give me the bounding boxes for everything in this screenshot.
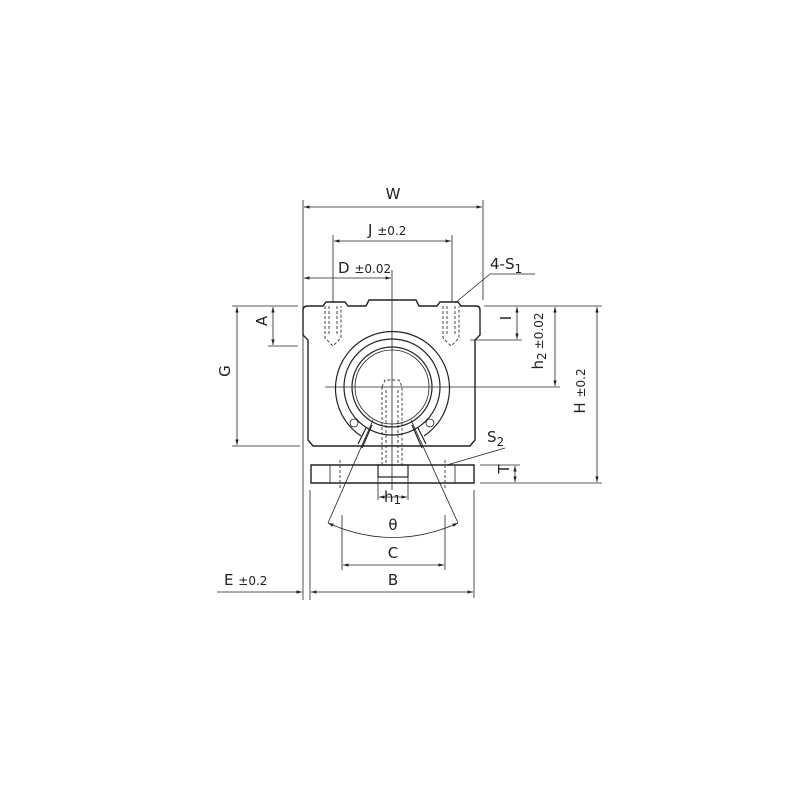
E-tolerance: ±0.2 [238, 574, 267, 588]
J-tolerance: ±0.2 [377, 224, 406, 238]
dim-label-B: B [388, 571, 398, 589]
label-S2: S2 [487, 428, 504, 449]
dim-label-h1: h1 [384, 488, 401, 507]
S2-text: S [487, 428, 497, 446]
dim-label-D: D ±0.02 [338, 259, 391, 277]
S2-subscript: 2 [497, 435, 505, 449]
D-letter: D [338, 259, 350, 277]
dim-label-J: J ±0.2 [367, 221, 406, 239]
h2-subscript: 2 [535, 352, 549, 360]
H-tolerance: ±0.2 [574, 368, 588, 397]
dim-label-T: T [495, 464, 513, 475]
D-tolerance: ±0.02 [354, 262, 391, 276]
S1-subscript: 1 [514, 262, 522, 276]
dim-label-I: I [497, 316, 515, 320]
dim-label-W: W [386, 185, 401, 203]
H-letter: H [571, 402, 589, 413]
J-letter: J [367, 221, 372, 239]
E-letter: E [224, 571, 233, 589]
h1-subscript: 1 [394, 493, 402, 507]
h1-letter: h [384, 488, 394, 506]
dim-label-H: H ±0.2 [571, 368, 589, 413]
mounting-holes [324, 306, 460, 478]
dim-label-theta: θ [388, 516, 397, 534]
dimension-lines [217, 205, 599, 594]
dim-label-E: E ±0.2 [224, 571, 267, 589]
dim-label-A: A [253, 315, 271, 326]
h2-tolerance: ±0.02 [532, 313, 546, 350]
label-4-S1: 4-S1 [490, 255, 522, 276]
pillow-block-body [302, 299, 481, 488]
h2-letter: h [529, 360, 547, 370]
dim-label-h2: h2 ±0.02 [529, 313, 549, 370]
S1-text: 4-S [490, 255, 514, 273]
dim-label-C: C [388, 544, 398, 562]
dim-label-G: G [216, 365, 234, 377]
